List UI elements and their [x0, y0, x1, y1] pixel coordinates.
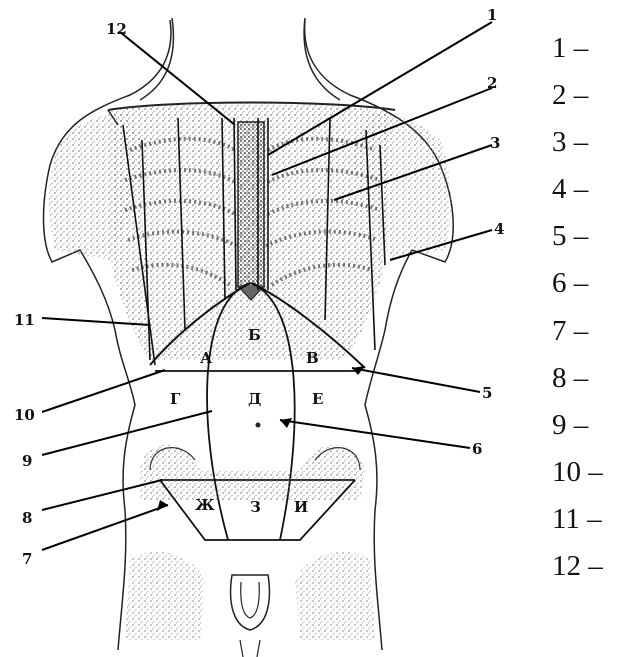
- legend-item-12: 12 –: [552, 546, 622, 593]
- region-a: А: [200, 349, 213, 367]
- legend-item-3: 3 –: [552, 122, 622, 169]
- legend-item-10: 10 –: [552, 452, 622, 499]
- region-e: Е: [312, 390, 323, 408]
- legend-item-11: 11 –: [552, 499, 622, 546]
- callout-8: 8: [22, 509, 32, 527]
- legend-item-9: 9 –: [552, 405, 622, 452]
- legend-item-4: 4 –: [552, 169, 622, 216]
- callout-5: 5: [482, 384, 492, 402]
- region-d: Д: [248, 390, 261, 408]
- callout-1: 1: [487, 6, 497, 24]
- callout-3: 3: [490, 134, 500, 152]
- callout-10: 10: [14, 406, 35, 424]
- callout-7: 7: [22, 550, 32, 568]
- callout-9: 9: [22, 452, 32, 470]
- region-v: В: [306, 349, 319, 367]
- legend-list: 1 – 2 – 3 – 4 – 5 – 6 – 7 – 8 – 9 – 10 –…: [552, 28, 622, 593]
- legend-item-2: 2 –: [552, 75, 622, 122]
- callout-12: 12: [106, 20, 127, 38]
- legend-item-8: 8 –: [552, 358, 622, 405]
- region-z: З: [250, 498, 261, 516]
- legend-item-7: 7 –: [552, 311, 622, 358]
- anatomical-torso-diagram: 1 2 3 4 5 6 7 8 9 10 11 12 А Б В Г Д Е Ж…: [0, 0, 530, 657]
- region-b: Б: [248, 326, 261, 344]
- callout-2: 2: [487, 74, 497, 92]
- callout-4: 4: [494, 220, 504, 238]
- region-g: Г: [170, 390, 181, 408]
- region-i: И: [294, 498, 308, 516]
- callout-11: 11: [14, 311, 35, 329]
- legend-item-6: 6 –: [552, 263, 622, 310]
- legend-item-5: 5 –: [552, 216, 622, 263]
- callout-6: 6: [472, 440, 482, 458]
- region-zh: Ж: [195, 496, 215, 514]
- legend-item-1: 1 –: [552, 28, 622, 75]
